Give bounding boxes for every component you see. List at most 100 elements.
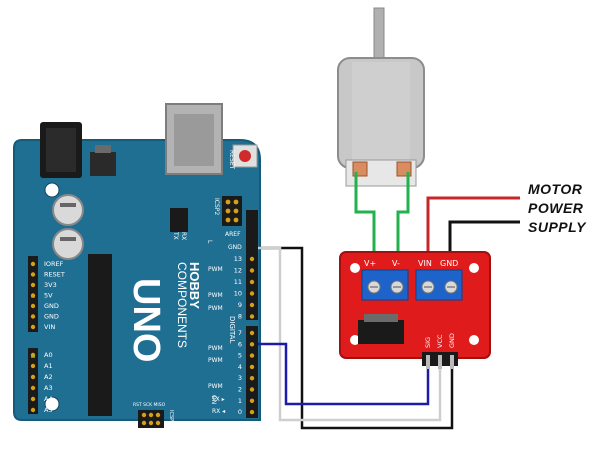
digital-header-upper (246, 210, 258, 320)
pin-label: 10 (234, 290, 242, 298)
arduino-uno-board: RESET ICSP2 TX RX L UNO HOBBY COMPONENTS… (13, 103, 261, 436)
dc-motor (337, 7, 425, 187)
vplus-label: V+ (364, 259, 376, 268)
pwm-label: PWM (208, 383, 223, 390)
header-pin (249, 268, 255, 273)
pin-label: 0 (238, 408, 242, 416)
header-pin (249, 353, 255, 358)
mounting-hole (350, 263, 360, 273)
pin-label: 12 (234, 267, 242, 275)
pin-label: 5 (238, 352, 242, 360)
header-pin (249, 302, 255, 308)
gnd-signal-wire (258, 246, 454, 430)
header-pin (249, 409, 255, 415)
icsp-label: ICSP (168, 410, 174, 421)
header-pin (30, 324, 36, 330)
header-pin (30, 314, 36, 319)
header-pin (30, 407, 36, 413)
vminus-label: V- (392, 259, 400, 268)
pin-label: A1 (44, 362, 53, 370)
pwm-label: PWM (208, 345, 223, 352)
pin-label: A3 (44, 384, 53, 392)
pin-label: 2 (238, 386, 242, 394)
icsp-top-label: RST SCK MISO (133, 402, 166, 408)
brand-hobby: HOBBY (187, 262, 202, 309)
brand-components: COMPONENTS (175, 262, 189, 348)
on-label: ON (210, 395, 217, 404)
gnd-terminal-label: GND (440, 259, 458, 268)
header-pin (30, 374, 36, 380)
motor-wire-a (354, 172, 376, 262)
l-led-label: L (206, 240, 213, 244)
header-pin (249, 387, 255, 392)
header-pin (249, 256, 255, 262)
vcc-signal-wire (258, 246, 442, 422)
capacitor (52, 228, 84, 260)
pin-label: 3V3 (44, 281, 57, 289)
digital-upper-labels: 13 12 11 10 9 8 (234, 255, 255, 321)
power-supply-label-motor: MOTOR (528, 181, 583, 197)
uno-logo: UNO (125, 278, 167, 362)
aref-label: AREF (225, 231, 241, 238)
pin-label: 1 (238, 397, 242, 405)
mosfet-chip (358, 320, 404, 344)
header-pin (249, 330, 255, 336)
header-pin (249, 291, 255, 296)
supply-wire-negative (448, 220, 520, 262)
header-pin (249, 364, 255, 370)
icsp2-header: ICSP2 (213, 196, 242, 226)
pin-label: 3 (238, 374, 242, 382)
vcc-label: VCC (436, 334, 444, 348)
gnd-pin-label: GND (448, 333, 456, 348)
icsp2-label: ICSP2 (213, 198, 220, 215)
pin-label: A5 (44, 406, 53, 414)
pwm-label: PWM (208, 357, 223, 364)
icsp-header: RST SCK MISO GND MOSI +5V ICSP (133, 402, 174, 436)
tx-pin-label: TX ▸ (211, 396, 225, 403)
reset-label: RESET (228, 150, 235, 170)
header-pin (249, 314, 255, 319)
pwm-label: PWM (208, 305, 223, 312)
pin-label: 8 (238, 313, 242, 321)
pin-label: 13 (234, 255, 242, 263)
header-pin (30, 272, 36, 277)
pin-label: 9 (238, 301, 242, 309)
digital-lower-labels: 7 6 5 4 3 2 1 0 (238, 329, 255, 416)
header-pin (30, 303, 36, 309)
mounting-hole (44, 182, 60, 198)
pin-label: 6 (238, 340, 242, 348)
header-pin (249, 279, 255, 285)
crystal (170, 208, 188, 232)
header-pin (30, 352, 36, 358)
sig-signal-wire (258, 342, 430, 406)
header-pin (30, 385, 36, 391)
header-pin (249, 342, 255, 347)
mosfet-driver-board: V+ V- VIN GND SIG VCC GND (339, 251, 491, 369)
pin-label: IOREF (44, 260, 64, 268)
pin-label: A4 (44, 395, 53, 403)
tx-led-label: TX (172, 231, 179, 240)
microcontroller-chip (88, 254, 112, 416)
pwm-label: PWM (208, 292, 223, 299)
header-pin (30, 396, 36, 402)
pin-label: 4 (238, 363, 242, 371)
motor-wire-b (396, 172, 410, 262)
pin-label: VIN (44, 323, 55, 331)
mounting-hole (44, 396, 60, 412)
power-supply-label-supply: SUPPLY (528, 219, 586, 235)
digital-header-lower (246, 326, 258, 418)
pin-label: RESET (44, 271, 65, 279)
mounting-hole (469, 263, 479, 273)
vin-label: VIN (418, 259, 432, 268)
header-pin (249, 376, 255, 381)
pin-label: A2 (44, 373, 53, 381)
pwm-label: PWM (208, 266, 223, 273)
pin-label: 5V (44, 292, 53, 300)
mounting-hole (469, 335, 479, 345)
pin-label: 7 (238, 329, 242, 337)
power-supply-label-power: POWER (528, 200, 584, 216)
pin-label: 11 (234, 278, 242, 286)
